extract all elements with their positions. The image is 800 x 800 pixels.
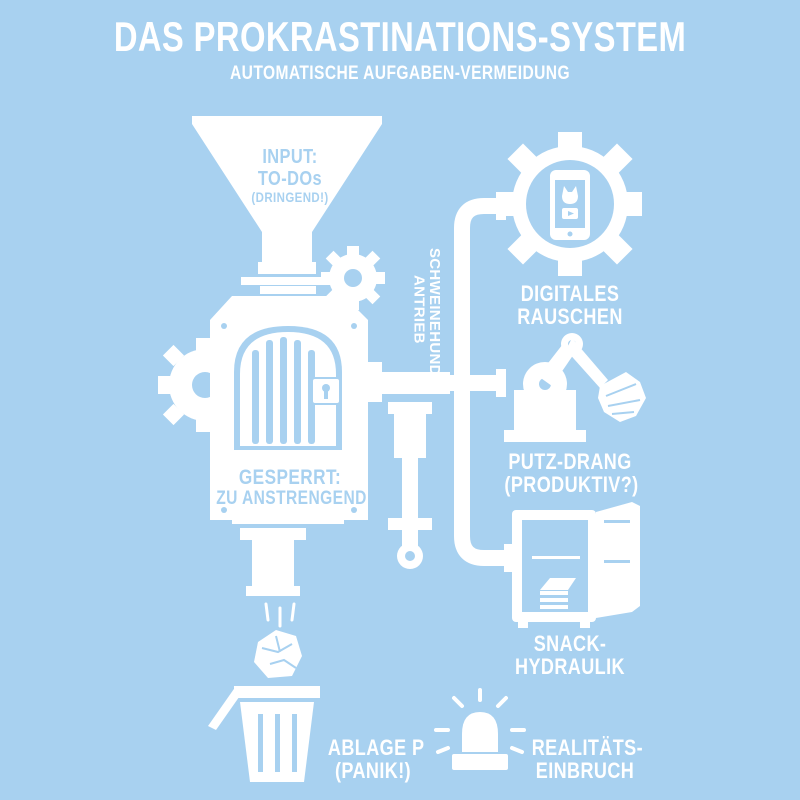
gate-label-line2: ZU ANSTRENGEND <box>216 488 367 509</box>
input-label-line1: INPUT: <box>262 146 318 168</box>
digital-label-line2: RAUSCHEN <box>517 304 623 329</box>
bin-label-line2: (PANIK!) <box>334 758 412 783</box>
pipe-network <box>430 198 512 566</box>
alarm-label-line2: EINBRUCH <box>535 758 635 783</box>
bin-label-line1: ABLAGE P <box>327 735 425 760</box>
cleaning-label-line2: (PRODUKTIV?) <box>504 472 639 497</box>
drive-label: SCHWEINEHUND-ANTRIEB <box>410 248 443 382</box>
alarm-light-icon <box>434 688 526 770</box>
digital-label-line1: DIGITALES <box>520 281 620 306</box>
cleaning-label-line1: PUTZ-DRANG <box>508 449 632 474</box>
phone-gear-icon <box>498 132 642 276</box>
locked-door-icon <box>234 326 342 450</box>
alarm-label-line1: REALITÄTS- <box>531 735 644 760</box>
input-label-line3: (DRINGEND!) <box>251 189 329 205</box>
gate-label-line1: GESPERRT: <box>238 466 342 489</box>
trash-bin-icon <box>208 686 320 782</box>
input-label-line2: TO-DOs <box>257 168 323 190</box>
fridge-sandwich-icon <box>512 502 640 628</box>
page-title: DAS PROKRASTINATIONS-SYSTEM <box>113 13 687 60</box>
output-chute <box>240 528 306 628</box>
crumpled-paper-icon <box>254 630 302 678</box>
robot-arm-duster-icon <box>504 333 646 442</box>
snack-label-line1: SNACK- <box>533 631 607 656</box>
page-subtitle: AUTOMATISCHE AUFGABEN-VERMEIDUNG <box>229 63 571 84</box>
snack-label-line2: HYDRAULIK <box>515 654 625 679</box>
drive-shaft <box>368 362 450 569</box>
